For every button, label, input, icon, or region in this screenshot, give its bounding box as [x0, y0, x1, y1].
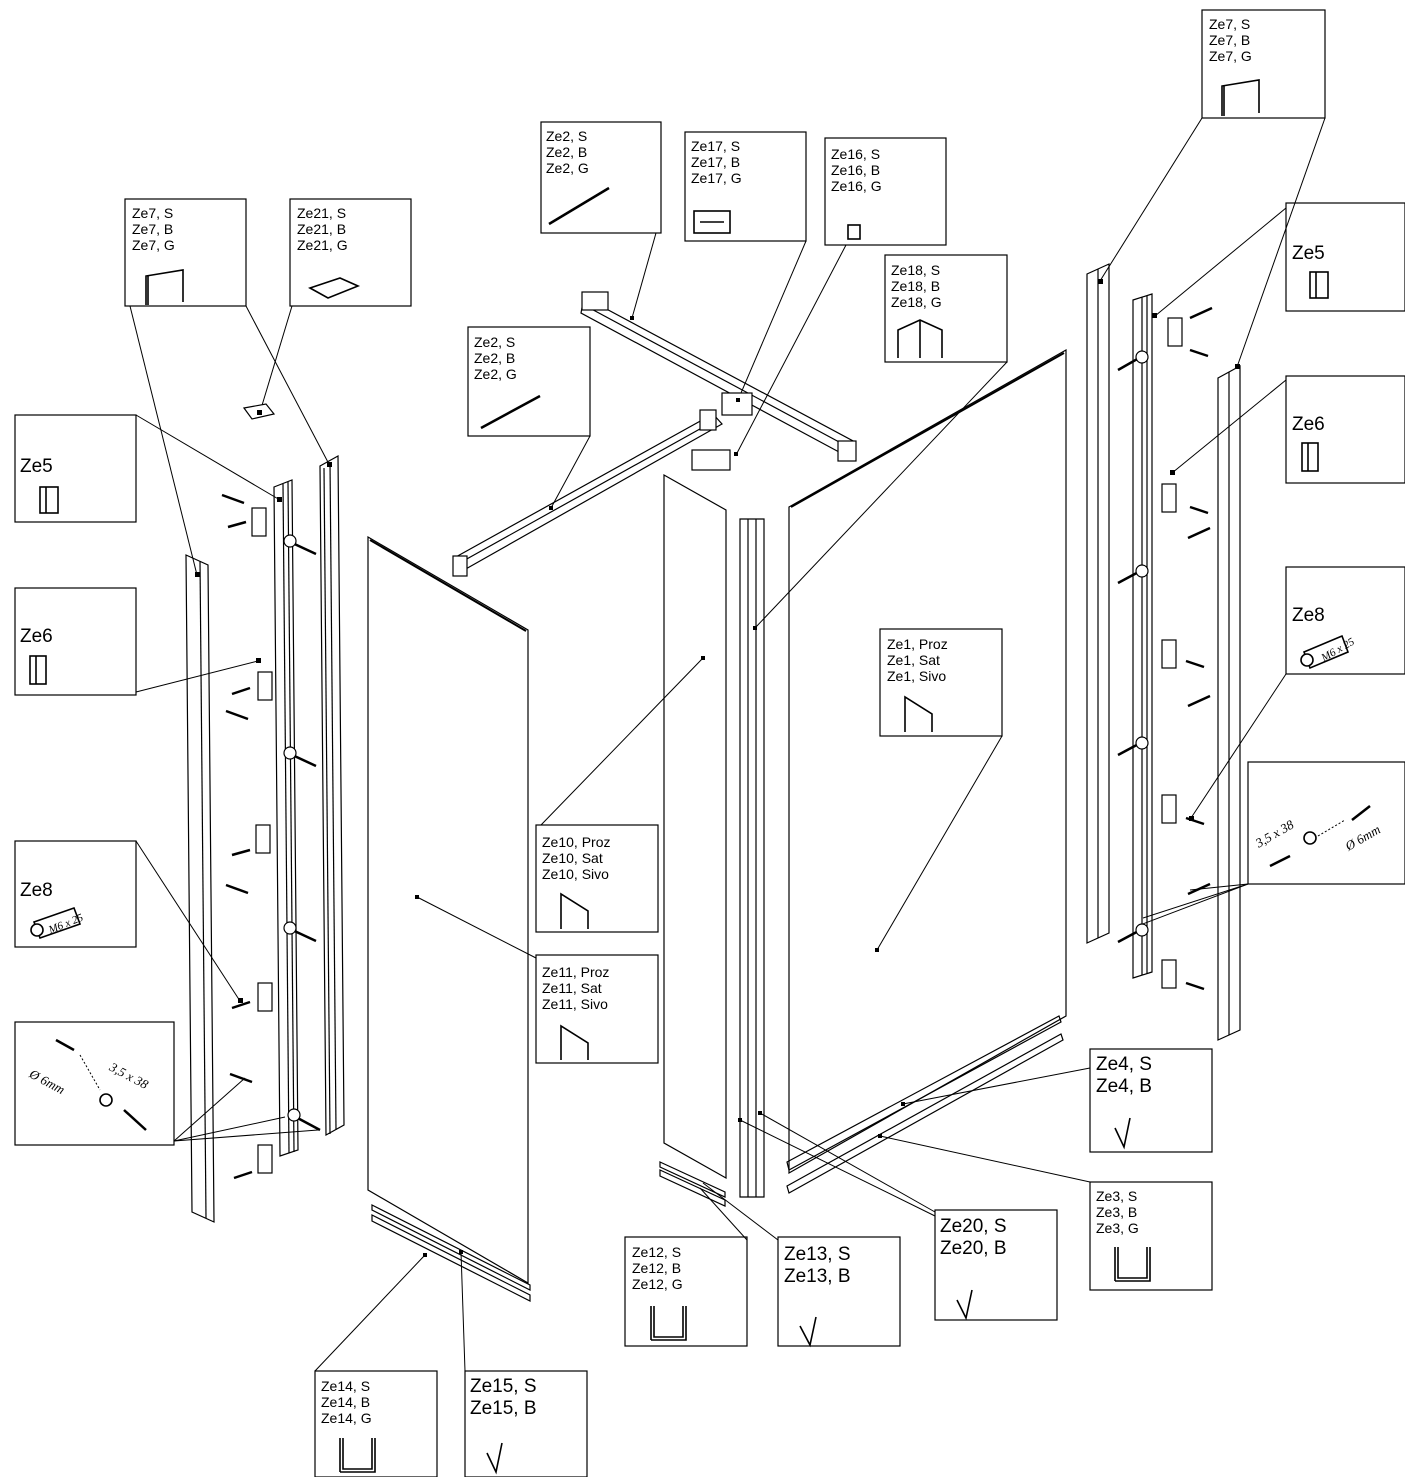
- right-wall-assembly: [1086, 263, 1241, 1041]
- callout-ze16: Ze16, S Ze16, B Ze16, G: [831, 146, 882, 194]
- left-wall-assembly: [185, 403, 345, 1223]
- callout-ze10: Ze10, Proz Ze10, Sat Ze10, Sivo: [542, 834, 611, 882]
- callout-ze7-left: Ze7, S Ze7, B Ze7, G: [132, 205, 175, 253]
- callout-ze18: Ze18, S Ze18, B Ze18, G: [891, 262, 942, 310]
- callout-ze8-left: Ze8: [20, 880, 53, 901]
- callout-ze12: Ze12, S Ze12, B Ze12, G: [632, 1244, 683, 1292]
- callout-ze6-left: Ze6: [20, 626, 53, 647]
- stabiliser-bars: [452, 291, 857, 577]
- middle-narrow-glass: [663, 473, 727, 1180]
- leader-lines: [129, 117, 1326, 1372]
- callout-ze8-right: Ze8: [1292, 605, 1325, 626]
- callout-ze1: Ze1, Proz Ze1, Sat Ze1, Sivo: [887, 636, 948, 684]
- left-bottom-seals: [371, 1204, 531, 1302]
- callout-ze4: Ze4, S Ze4, B: [1096, 1054, 1152, 1097]
- corner-profile: [739, 518, 765, 1198]
- callout-ze20: Ze20, S Ze20, B: [940, 1216, 1007, 1259]
- right-bottom-seals: [659, 1015, 1064, 1207]
- callout-ze14: Ze14, S Ze14, B Ze14, G: [321, 1378, 372, 1426]
- thumbnails: [29, 79, 1371, 1475]
- callout-ze6-right: Ze6: [1292, 414, 1325, 435]
- callout-ze13: Ze13, S Ze13, B: [784, 1244, 851, 1287]
- callout-boxes: [14, 9, 1405, 1477]
- callout-ze2-top: Ze2, S Ze2, B Ze2, G: [546, 128, 589, 176]
- right-glass-panel: [788, 348, 1067, 1175]
- callout-ze2-mid: Ze2, S Ze2, B Ze2, G: [474, 334, 517, 382]
- callout-ze5-left: Ze5: [20, 456, 53, 477]
- callout-ze15: Ze15, S Ze15, B: [470, 1376, 537, 1419]
- left-glass-panel: [367, 535, 529, 1285]
- reference-points: [195, 279, 1240, 1257]
- callout-ze5-right: Ze5: [1292, 243, 1325, 264]
- callout-ze17: Ze17, S Ze17, B Ze17, G: [691, 138, 742, 186]
- callout-ze21: Ze21, S Ze21, B Ze21, G: [297, 205, 348, 253]
- callout-ze7-right: Ze7, S Ze7, B Ze7, G: [1209, 16, 1252, 64]
- callout-ze3: Ze3, S Ze3, B Ze3, G: [1096, 1188, 1139, 1236]
- callout-ze11: Ze11, Proz Ze11, Sat Ze11, Sivo: [542, 964, 610, 1012]
